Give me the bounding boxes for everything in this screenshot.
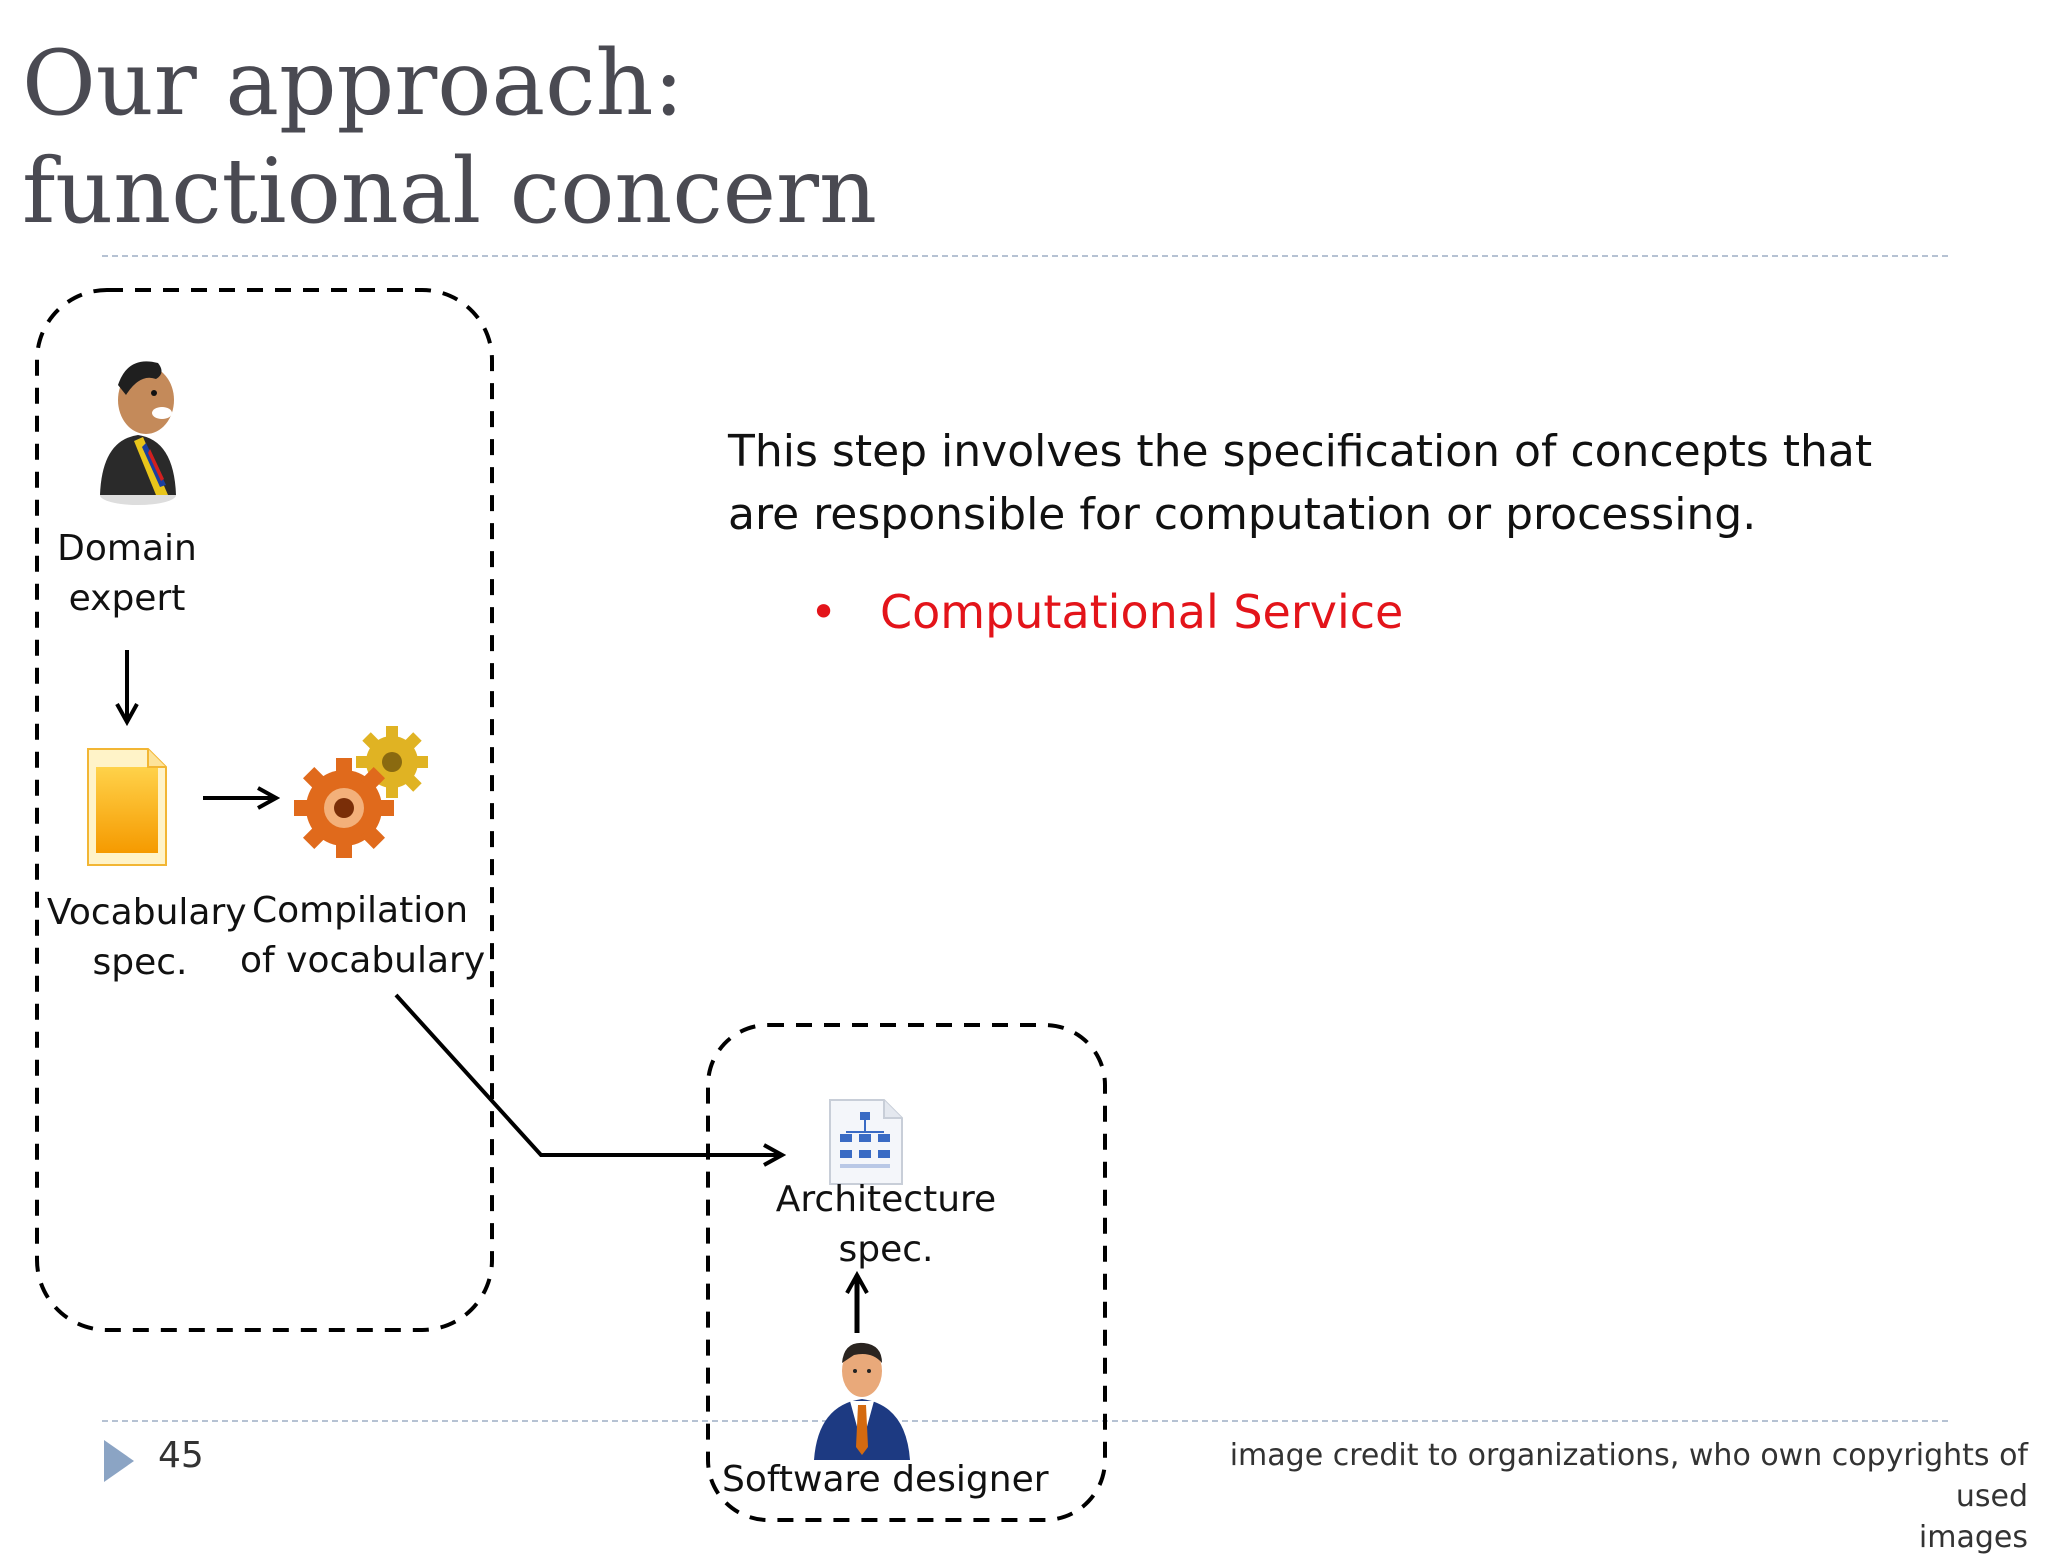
footer-divider — [102, 1420, 1948, 1422]
title-line-2: functional concern — [22, 139, 877, 244]
software-designer-label: Software designer — [722, 1455, 1049, 1505]
vocab-spec-line-2: spec. — [92, 942, 188, 983]
page-number: 45 — [158, 1435, 204, 1476]
domain-expert-person-icon — [100, 361, 176, 505]
play-triangle-icon — [104, 1440, 134, 1482]
arch-spec-line-1: Architecture — [775, 1179, 997, 1220]
software-designer-text: Software designer — [722, 1459, 1049, 1500]
credit-line-1: image credit to organizations, who own c… — [1229, 1438, 2028, 1514]
document-icon — [87, 748, 167, 866]
architecture-spec-label: Architecture spec. — [766, 1175, 1006, 1275]
image-credit: image credit to organizations, who own c… — [1168, 1435, 2028, 1558]
title-line-1: Our approach: — [22, 31, 684, 136]
vocabulary-spec-label: Vocabulary spec. — [47, 888, 247, 988]
arrow-compilation-to-architecture — [394, 993, 782, 1155]
body-line-1: This step involves the specification of … — [728, 426, 1873, 477]
compilation-line-1: Compilation — [251, 890, 469, 931]
vocab-spec-line-1: Vocabulary — [47, 892, 247, 933]
domain-expert-line-1: Domain — [57, 528, 197, 569]
arch-spec-line-2: spec. — [838, 1229, 934, 1270]
bullet-text: Computational Service — [880, 585, 1404, 639]
gears-icon — [294, 726, 428, 858]
body-paragraph: This step involves the specification of … — [728, 420, 1872, 546]
compilation-label: Compilation of vocabulary — [240, 886, 486, 986]
bullet-marker: • — [810, 585, 838, 639]
title-divider — [102, 255, 1948, 257]
domain-expert-line-2: expert — [68, 578, 186, 619]
compilation-line-2: of vocabulary — [240, 940, 486, 981]
domain-expert-label: Domain expert — [52, 524, 202, 624]
slide-title: Our approach: functional concern — [22, 30, 877, 246]
credit-line-2: images — [1918, 1520, 2028, 1555]
vocabulary-group-box — [35, 288, 494, 1332]
body-line-2: are responsible for computation or proce… — [728, 489, 1757, 540]
software-designer-person-icon — [814, 1342, 910, 1460]
architecture-file-icon — [829, 1099, 903, 1185]
